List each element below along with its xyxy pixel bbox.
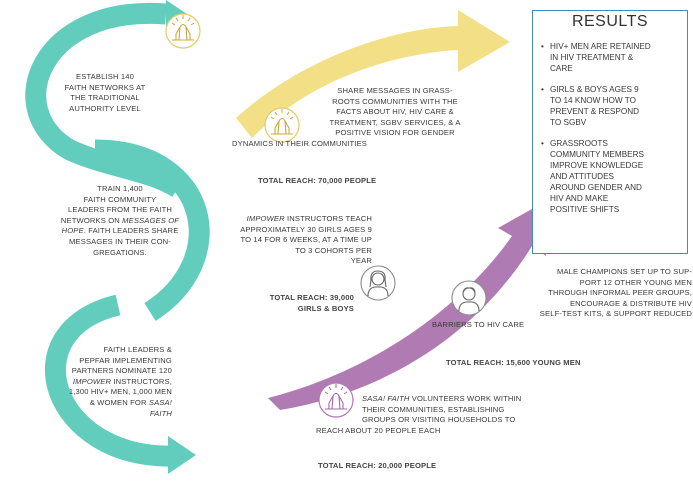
step-train-leaders: TRAIN 1,400 FAITH COMMUNITY LEADERS FROM… xyxy=(40,184,200,258)
teal-arrowhead-bottom xyxy=(168,436,196,474)
praying-hands-icon xyxy=(318,382,354,418)
result-item-text: HIV+ MEN ARE RETAINED IN HIV TREATMENT &… xyxy=(550,42,651,73)
bullet: • xyxy=(541,42,544,51)
male-champions-description-last-line: BARRIERS TO HIV CARE xyxy=(432,320,525,329)
result-item-sgbv-knowledge: • GIRLS & BOYS AGES 9 TO 14 KNOW HOW TO P… xyxy=(541,84,683,128)
grassroots-arrow xyxy=(236,10,510,138)
bullet: • xyxy=(541,139,544,148)
grassroots-total-reach: TOTAL REACH: 70,000 PEOPLE xyxy=(258,176,377,185)
young-man-avatar-icon xyxy=(451,280,487,316)
step-train-leaders-emphasis: MESSAGES OF HOPE xyxy=(61,215,180,236)
praying-hands-icon xyxy=(264,107,300,143)
bullet: • xyxy=(541,85,544,94)
sasa-faith-description: SASA! FAITH VOLUNTEERS WORK WITHIN THEIR… xyxy=(362,394,592,426)
teal-curve-top xyxy=(25,2,184,198)
grassroots-description-last-line: DYNAMICS IN THEIR COMMUNITIES xyxy=(232,139,367,148)
step-establish-networks: ESTABLISH 140 FAITH NETWORKS AT THE TRAD… xyxy=(64,72,146,113)
result-item-text: GIRLS & BOYS AGES 9 TO 14 KNOW HOW TO PR… xyxy=(550,85,640,127)
result-item-community-attitudes: • GRASSROOTS COMMUNITY MEMBERS IMPROVE K… xyxy=(541,138,683,215)
step-nominate-participants: FAITH LEADERS & PEPFAR IMPLEMENTING PART… xyxy=(48,345,172,419)
step-train-leaders-text-a: TRAIN 1,400 FAITH COMMUNITY LEADERS FROM… xyxy=(60,184,172,225)
sasa-faith-description-last-line: REACH ABOUT 20 PEOPLE EACH xyxy=(316,426,441,435)
grassroots-arrow-body xyxy=(236,10,510,138)
impower-description: IMPOWER INSTRUCTORS TEACH APPROXIMATELY … xyxy=(232,214,372,267)
teal-curve-middle xyxy=(94,139,210,321)
praying-hands-icon xyxy=(165,13,201,49)
impower-description-text: INSTRUCTORS TEACH APPROXIMATELY 30 GIRLS… xyxy=(240,214,372,266)
result-item-text: GRASSROOTS COMMUNITY MEMBERS IMPROVE KNO… xyxy=(550,139,645,214)
result-item-retention: • HIV+ MEN ARE RETAINED IN HIV TREATMENT … xyxy=(541,41,683,74)
sasa-faith-description-text: VOLUNTEERS WORK WITHIN THEIR COMMUNITIES… xyxy=(362,394,522,425)
teal-curve-bottom xyxy=(44,294,176,467)
step-nominate-emphasis-impower: IMPOWER xyxy=(72,376,112,386)
teal-flow-arrow xyxy=(25,2,210,467)
step-nominate-emphasis-sasa: SASA! FAITH xyxy=(148,397,172,418)
purple-arrow xyxy=(268,200,548,410)
male-champions-total-reach: TOTAL REACH: 15,600 YOUNG MEN xyxy=(446,358,581,367)
impower-emphasis: IMPOWER xyxy=(246,214,285,223)
step-nominate-text-b: INSTRUCTORS, 1,300 HIV+ MEN, 1,000 MEN &… xyxy=(68,376,172,407)
results-panel: RESULTS • HIV+ MEN ARE RETAINED IN HIV TR… xyxy=(532,10,688,254)
step-nominate-text-a: FAITH LEADERS & PEPFAR IMPLEMENTING PART… xyxy=(71,345,172,376)
step-train-leaders-text-b: . FAITH LEADERS SHARE MESSAGES IN THEIR … xyxy=(69,226,179,257)
sasa-faith-total-reach: TOTAL REACH: 20,000 PEOPLE xyxy=(318,461,437,470)
girl-avatar-icon xyxy=(360,265,396,301)
grassroots-description: SHARE MESSAGES IN GRASS- ROOTS COMMUNITI… xyxy=(329,86,461,138)
male-champions-description: MALE CHAMPIONS SET UP TO SUP- PORT 12 OT… xyxy=(539,267,692,319)
impower-total-reach: TOTAL REACH: 39,000 GIRLS & BOYS xyxy=(269,293,354,313)
purple-arrow-body xyxy=(268,200,548,410)
results-title: RESULTS xyxy=(571,13,649,30)
results-list: • HIV+ MEN ARE RETAINED IN HIV TREATMENT … xyxy=(541,41,683,225)
sasa-faith-emphasis: SASA! FAITH xyxy=(362,394,410,403)
